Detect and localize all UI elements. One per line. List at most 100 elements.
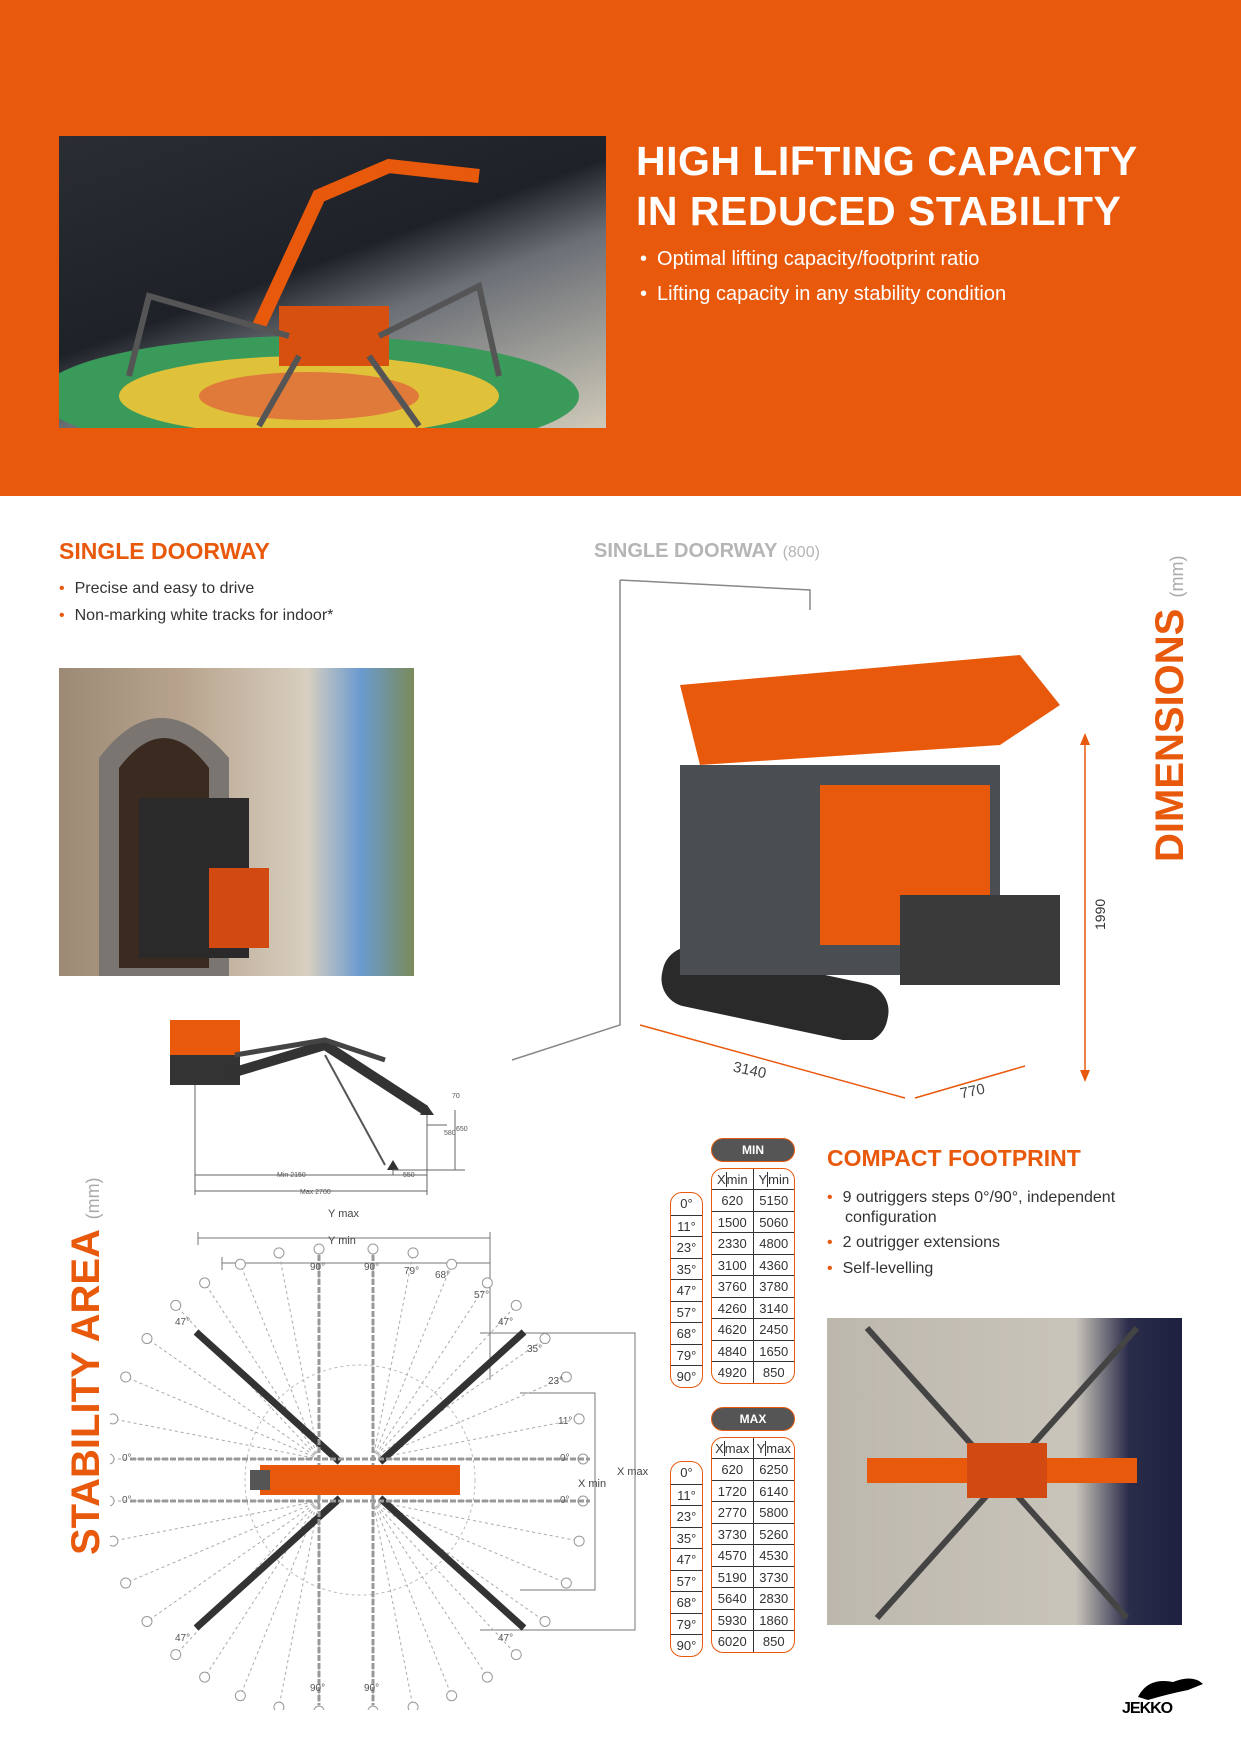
x-value: 4260 (712, 1297, 754, 1318)
outrigger-foot (367, 1705, 379, 1710)
outrigger-ray (112, 1500, 320, 1542)
x-value: 5190 (712, 1566, 754, 1587)
side-view-diagram (170, 1020, 465, 1195)
outrigger-foot (539, 1615, 551, 1627)
outrigger-foot (367, 1243, 379, 1255)
outrigger-ray (372, 1500, 580, 1542)
x-value: 3760 (712, 1276, 754, 1297)
y-value: 4360 (759, 1257, 789, 1273)
outrigger-ray (125, 1376, 320, 1460)
min-angle-column: 0°11°23°35°47°57°68°79°90° (670, 1192, 703, 1388)
x-value: 1500 (712, 1211, 754, 1232)
angle-label: 47° (175, 1633, 191, 1644)
y-header: Ymax (756, 1441, 791, 1456)
min-table-label: MIN (711, 1138, 795, 1162)
outrigger-foot (407, 1701, 419, 1710)
angle-label: 47° (175, 1317, 191, 1328)
footprint-photo (827, 1318, 1182, 1625)
y-value: 5150 (759, 1193, 789, 1208)
x-header: Xmin (712, 1169, 754, 1189)
x-value: 5930 (712, 1609, 754, 1630)
extension-label: 550 (403, 1172, 415, 1179)
outrigger-foot (199, 1671, 211, 1683)
x-value: 4840 (712, 1340, 754, 1361)
table-row: 5640 2830 (712, 1587, 794, 1609)
angle-label: 0° (560, 1495, 570, 1506)
angle-label: 90° (364, 1262, 380, 1273)
outrigger-ray (278, 1252, 320, 1460)
y-value: 4530 (759, 1548, 789, 1563)
outrigger-foot (273, 1247, 285, 1259)
outrigger-ray (372, 1376, 567, 1460)
x-value: 2770 (712, 1502, 754, 1523)
outrigger-ray (372, 1418, 580, 1460)
outrigger-ray (372, 1252, 414, 1460)
angle-cell: 35° (671, 1526, 702, 1549)
dimensions-title: DIMENSIONS (mm) (1148, 555, 1192, 862)
outrigger-foot (446, 1258, 458, 1270)
angle-cell: 0° (680, 1196, 693, 1211)
max-reach-label: Max 2700 (300, 1189, 331, 1196)
y-value: 5800 (759, 1505, 789, 1520)
outrigger-foot (273, 1701, 285, 1710)
hero-photo-crane (59, 136, 606, 428)
outrigger-ray (372, 1500, 546, 1622)
angle-label: 0° (122, 1453, 132, 1464)
outrigger-foot (170, 1649, 182, 1661)
height-dimension: 1990 (1092, 898, 1108, 930)
outrigger-ray (372, 1500, 453, 1696)
angle-label: 79° (404, 1266, 420, 1277)
outrigger-foot (110, 1413, 119, 1425)
angle-cell: 35° (671, 1257, 702, 1280)
footprint-bullet: 9 outriggers steps 0°/90°, independent c… (827, 1188, 1167, 1228)
outrigger-foot (446, 1690, 458, 1702)
header-bullet: Lifting capacity in any stability condit… (640, 283, 1006, 306)
angle-cell: 23° (671, 1505, 702, 1527)
outrigger-foot (120, 1577, 132, 1589)
table-header: Xmin Ymin (712, 1169, 794, 1189)
outrigger-foot (141, 1615, 153, 1627)
x-value: 5640 (712, 1588, 754, 1609)
outrigger-foot (110, 1453, 115, 1465)
footprint-bullet: Self-levelling (827, 1260, 934, 1278)
y-value: 2830 (759, 1591, 789, 1606)
outrigger-ray (204, 1282, 320, 1460)
angle-cell: 11° (671, 1483, 702, 1506)
y-value: 3730 (759, 1569, 789, 1585)
outrigger-ray (372, 1500, 488, 1678)
outrigger-foot (234, 1690, 246, 1702)
y-value: 6140 (759, 1483, 789, 1499)
outrigger-ray (112, 1418, 320, 1460)
outrigger-foot (573, 1413, 585, 1425)
outrigger-foot (141, 1333, 153, 1345)
y-value: 5260 (759, 1526, 789, 1542)
angle-cell: 68° (671, 1591, 702, 1613)
doorway-bullet: Precise and easy to drive (59, 580, 255, 598)
outrigger-ray (372, 1282, 488, 1460)
angle-cell: 57° (671, 1569, 702, 1592)
x-value: 4620 (712, 1319, 754, 1340)
x-value: 1720 (712, 1480, 754, 1501)
angle-cell: 79° (671, 1612, 702, 1635)
angle-cell: 79° (671, 1343, 702, 1366)
y-max-label: Y max (328, 1208, 359, 1220)
y-value: 6250 (759, 1462, 789, 1477)
outrigger-foot (481, 1277, 493, 1289)
logo-text: JEKKO (1122, 1700, 1173, 1717)
angle-label: 57° (474, 1290, 490, 1301)
y-header: Ymin (758, 1172, 790, 1187)
y-value: 2450 (759, 1322, 789, 1337)
angle-cell: 47° (671, 1548, 702, 1570)
outrigger-ray (239, 1500, 320, 1696)
angle-cell: 0° (680, 1465, 693, 1480)
